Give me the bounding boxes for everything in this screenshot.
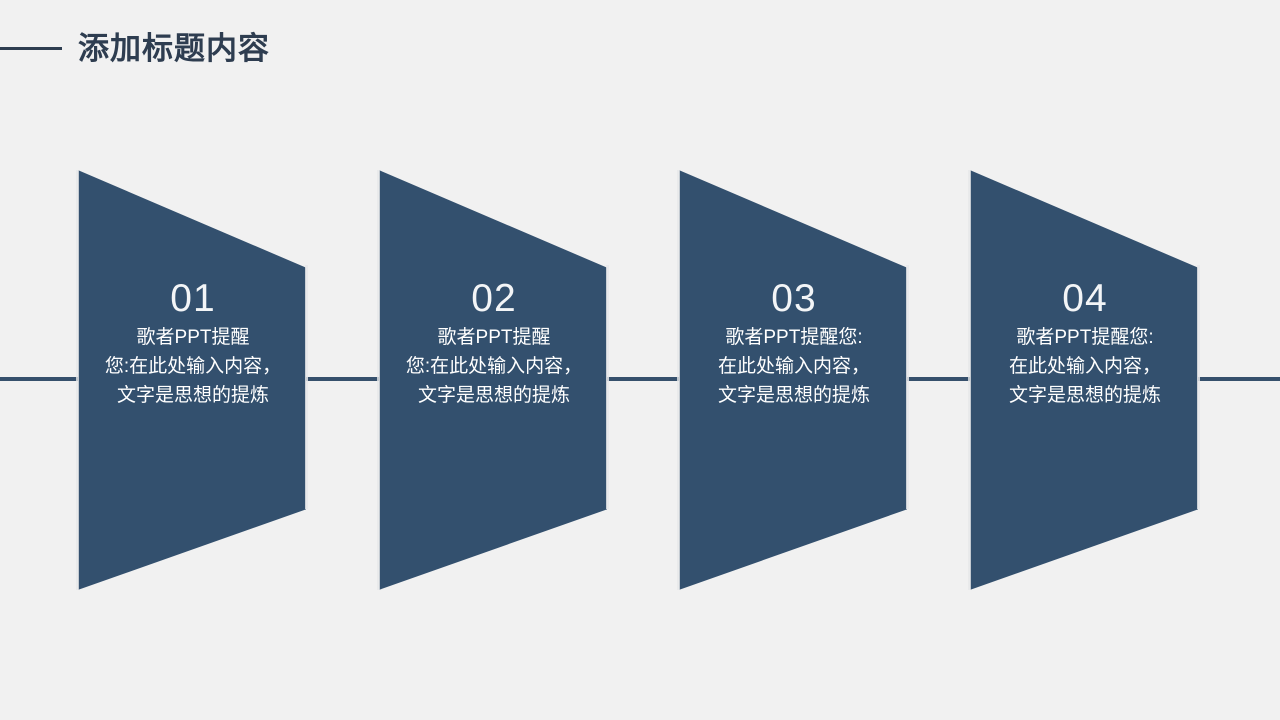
card-number: 02 <box>471 277 517 320</box>
card-content: 03 歌者PPT提醒您: 在此处输入内容， 文字是思想的提炼 <box>687 276 901 410</box>
card-number: 01 <box>170 277 216 320</box>
card-description: 歌者PPT提醒 您:在此处输入内容， 文字是思想的提炼 <box>405 327 583 406</box>
card-left-bevel <box>968 170 971 590</box>
page-title: 添加标题内容 <box>78 31 270 66</box>
card-number: 04 <box>1062 277 1108 320</box>
title-accent-rule <box>0 47 62 50</box>
trapezoid-card-02[interactable]: 02 歌者PPT提醒 您:在此处输入内容， 文字是思想的提炼 <box>377 168 609 592</box>
trapezoid-card-04[interactable]: 04 歌者PPT提醒您: 在此处输入内容， 文字是思想的提炼 <box>968 168 1200 592</box>
card-content: 02 歌者PPT提醒 您:在此处输入内容， 文字是思想的提炼 <box>387 276 601 410</box>
card-right-bevel <box>1197 265 1200 509</box>
card-description: 歌者PPT提醒您: 在此处输入内容， 文字是思想的提炼 <box>1008 327 1161 406</box>
card-right-bevel <box>606 265 609 509</box>
trapezoid-card-01[interactable]: 01 歌者PPT提醒 您:在此处输入内容， 文字是思想的提炼 <box>76 168 308 592</box>
card-left-bevel <box>377 170 380 590</box>
card-left-bevel <box>76 170 79 590</box>
card-right-bevel <box>906 265 909 509</box>
card-left-bevel <box>677 170 680 590</box>
timeline-connector-line <box>0 377 1280 381</box>
card-description: 歌者PPT提醒 您:在此处输入内容， 文字是思想的提炼 <box>104 327 282 406</box>
slide-header: 添加标题内容 <box>0 24 1280 80</box>
card-right-bevel <box>305 265 308 509</box>
card-number: 03 <box>771 277 817 320</box>
card-content: 01 歌者PPT提醒 您:在此处输入内容， 文字是思想的提炼 <box>86 276 300 410</box>
trapezoid-card-03[interactable]: 03 歌者PPT提醒您: 在此处输入内容， 文字是思想的提炼 <box>677 168 909 592</box>
card-description: 歌者PPT提醒您: 在此处输入内容， 文字是思想的提炼 <box>717 327 870 406</box>
card-content: 04 歌者PPT提醒您: 在此处输入内容， 文字是思想的提炼 <box>978 276 1192 410</box>
